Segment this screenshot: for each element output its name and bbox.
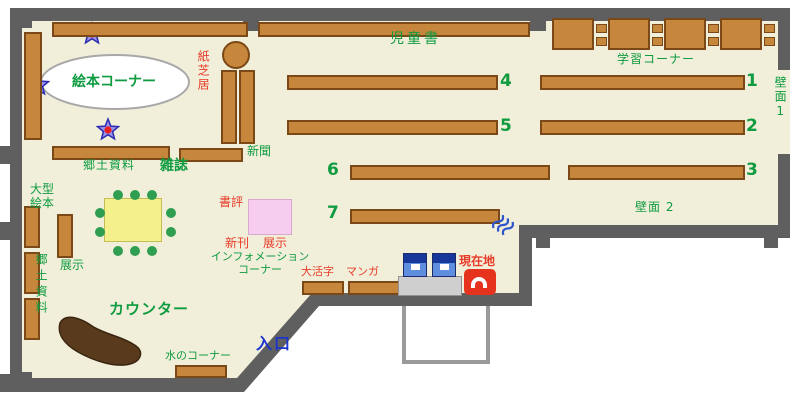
- label-picture-book-corner: 絵本コーナー: [72, 74, 156, 90]
- chair-dot: [130, 246, 140, 256]
- machine-slot: [411, 264, 420, 270]
- shelf-left-wall: [24, 32, 42, 140]
- label-wall-1: 壁面1: [773, 76, 788, 120]
- label-water-corner: 水のコーナー: [165, 349, 231, 362]
- kamishibai-round-table: [222, 41, 250, 69]
- label-information-corner: インフォメーション コーナー: [210, 250, 310, 276]
- machine-slot: [440, 264, 449, 270]
- chair-dot: [147, 190, 157, 200]
- shelf-large-picture-books: [57, 214, 73, 258]
- shelf-kamishibai-a: [221, 70, 237, 144]
- vending-machine-icon: [403, 253, 427, 277]
- chair-dot: [113, 246, 123, 256]
- label-book-review: 書評: [219, 195, 244, 209]
- label-display-center: 展示: [263, 236, 288, 250]
- shelf-row-5: [287, 120, 498, 135]
- shelf-number-7: 7: [327, 203, 339, 223]
- chair-dot: [166, 227, 176, 237]
- study-chair: [652, 24, 663, 33]
- label-newspaper: 新聞: [247, 144, 272, 158]
- shelf-number-2: 2: [746, 116, 758, 136]
- label-study-corner: 学習コーナー: [617, 52, 696, 66]
- shelf-row-2: [540, 120, 745, 135]
- chair-dot: [113, 190, 123, 200]
- shelf-number-6: 6: [327, 160, 339, 180]
- label-local-materials-top: 郷土資料: [83, 158, 136, 172]
- label-counter: カウンター: [109, 300, 190, 318]
- shelf-number-1: 1: [746, 71, 758, 91]
- label-current-location: 現在地: [459, 254, 496, 268]
- label-display-left: 展示: [60, 258, 85, 272]
- shelf-large-picture-books-wall: [24, 206, 40, 248]
- star-icon: [95, 116, 121, 141]
- wall1-opening: [772, 70, 790, 154]
- marker-arch: [471, 277, 487, 288]
- shelf-newspaper: [179, 148, 243, 162]
- shelf-local-materials-side-2: [24, 298, 40, 340]
- wall-stubs: [0, 8, 778, 392]
- shelf-large-print: [302, 281, 344, 295]
- label-manga: マンガ: [346, 265, 379, 278]
- current-location-icon: [464, 269, 496, 295]
- water-fountain-icon: [492, 214, 514, 236]
- shelf-childrens-books: [258, 22, 530, 37]
- study-desk: [608, 18, 650, 50]
- chair-dot: [166, 208, 176, 218]
- shelf-row-6: [350, 165, 550, 180]
- chair-dot: [147, 246, 157, 256]
- label-wall-2: 壁面 2: [635, 200, 675, 214]
- label-large-print: 大活字: [301, 265, 334, 278]
- label-entrance: 入口: [256, 334, 293, 353]
- label-local-materials-side: 郷土資料: [34, 253, 49, 317]
- shelf-local-materials-top: [52, 146, 170, 160]
- shelf-top-left: [52, 22, 248, 37]
- shelf-number-5: 5: [500, 116, 512, 136]
- reading-table: [104, 198, 162, 242]
- shelf-local-materials-side-1: [24, 252, 40, 294]
- floor: [22, 21, 778, 378]
- label-childrens-books: 児童書: [390, 31, 441, 47]
- shelf-row-7: [350, 209, 500, 224]
- study-chair: [596, 24, 607, 33]
- vending-machine-icon: [432, 253, 456, 277]
- shelf-row-3: [568, 165, 745, 180]
- shelf-manga: [348, 281, 402, 295]
- entrance-porch-lines: [402, 306, 490, 364]
- label-magazines: 雑誌: [160, 158, 188, 174]
- shelf-water-corner: [175, 365, 227, 378]
- vending-base: [398, 276, 462, 296]
- study-chair: [764, 24, 775, 33]
- study-chair: [764, 37, 775, 46]
- study-desk: [552, 18, 594, 50]
- shelf-row-1: [540, 75, 745, 90]
- label-large-picture-books: 大型 絵本: [30, 182, 55, 211]
- study-chair: [708, 37, 719, 46]
- counter-desk: [58, 316, 142, 366]
- shelf-kamishibai-b: [239, 70, 255, 144]
- study-chair: [596, 37, 607, 46]
- shelf-row-4: [287, 75, 498, 90]
- shelf-number-4: 4: [500, 71, 512, 91]
- study-chair: [652, 37, 663, 46]
- study-chair: [708, 24, 719, 33]
- new-books-display: [248, 199, 292, 235]
- chair-dot: [130, 190, 140, 200]
- chair-dot: [95, 208, 105, 218]
- shelf-number-3: 3: [746, 160, 758, 180]
- study-desk: [664, 18, 706, 50]
- study-desk: [720, 18, 762, 50]
- chair-dot: [95, 227, 105, 237]
- label-new-books: 新刊: [225, 236, 250, 250]
- label-kamishibai: 紙芝居: [196, 50, 211, 92]
